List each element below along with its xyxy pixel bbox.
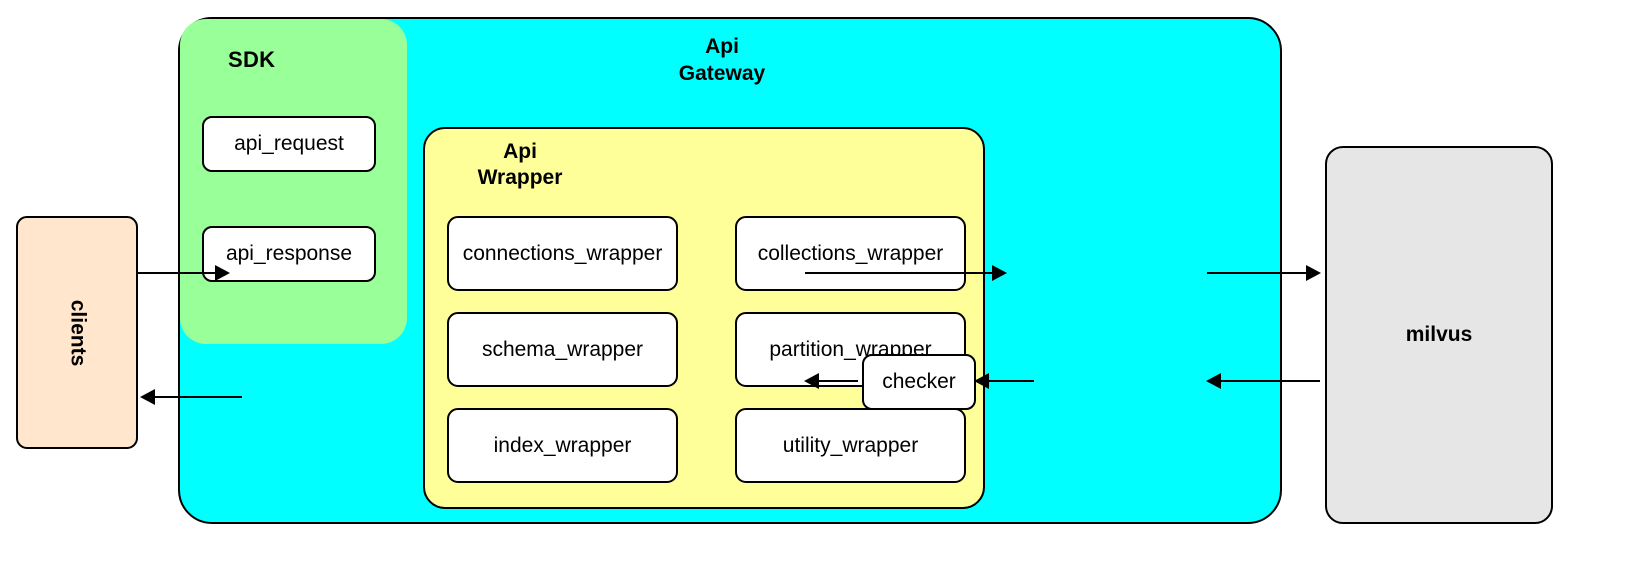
arrow-api-response-to-checker: [974, 373, 1034, 389]
api-gateway-label-line2: Gateway: [678, 62, 766, 85]
api-wrapper-container[interactable]: Api Wrapper connections_wrapper collecti…: [423, 127, 985, 509]
api-request-label: api_request: [234, 132, 344, 155]
module-connections-wrapper[interactable]: connections_wrapper: [447, 216, 678, 291]
api-gateway-container[interactable]: Api Gateway api_request api_response: [180, 19, 765, 344]
api-response-box[interactable]: api_response: [202, 226, 376, 282]
sdk-container[interactable]: SDK Api Wrapper connections_wrapper coll…: [178, 17, 1282, 524]
arrow-clients-to-api-wrapper: [138, 265, 230, 281]
arrow-api-request-to-milvus: [1207, 265, 1321, 281]
milvus-label: milvus: [1405, 323, 1473, 346]
module-collections-wrapper[interactable]: collections_wrapper: [735, 216, 966, 291]
module-index-wrapper[interactable]: index_wrapper: [447, 408, 678, 483]
api-wrapper-label-line1: Api: [503, 140, 537, 163]
module-utility-wrapper[interactable]: utility_wrapper: [735, 408, 966, 483]
api-response-label: api_response: [225, 242, 353, 265]
checker-box[interactable]: checker: [862, 354, 976, 410]
arrow-milvus-to-api-response: [1206, 373, 1320, 389]
arrow-api-wrapper-to-api-request: [805, 265, 1007, 281]
module-schema-wrapper[interactable]: schema_wrapper: [447, 312, 678, 387]
api-request-box[interactable]: api_request: [202, 116, 376, 172]
module-label: collections_wrapper: [757, 241, 944, 265]
clients-box[interactable]: clients: [16, 216, 138, 449]
sdk-label: SDK: [228, 47, 276, 72]
module-label: connections_wrapper: [462, 241, 663, 265]
api-gateway-label-line1: Api: [705, 35, 739, 58]
arrow-api-wrapper-to-clients: [140, 389, 242, 405]
api-wrapper-label-line2: Wrapper: [477, 166, 563, 189]
api-gateway-label: Api Gateway: [180, 33, 1280, 87]
checker-label: checker: [882, 370, 956, 393]
module-label: utility_wrapper: [782, 433, 919, 457]
arrow-checker-to-api-wrapper: [804, 373, 858, 389]
module-label: index_wrapper: [493, 433, 632, 457]
module-label: schema_wrapper: [481, 337, 644, 361]
milvus-box[interactable]: milvus: [1325, 146, 1553, 524]
clients-label: clients: [66, 299, 89, 366]
api-wrapper-label: Api Wrapper: [425, 139, 615, 191]
